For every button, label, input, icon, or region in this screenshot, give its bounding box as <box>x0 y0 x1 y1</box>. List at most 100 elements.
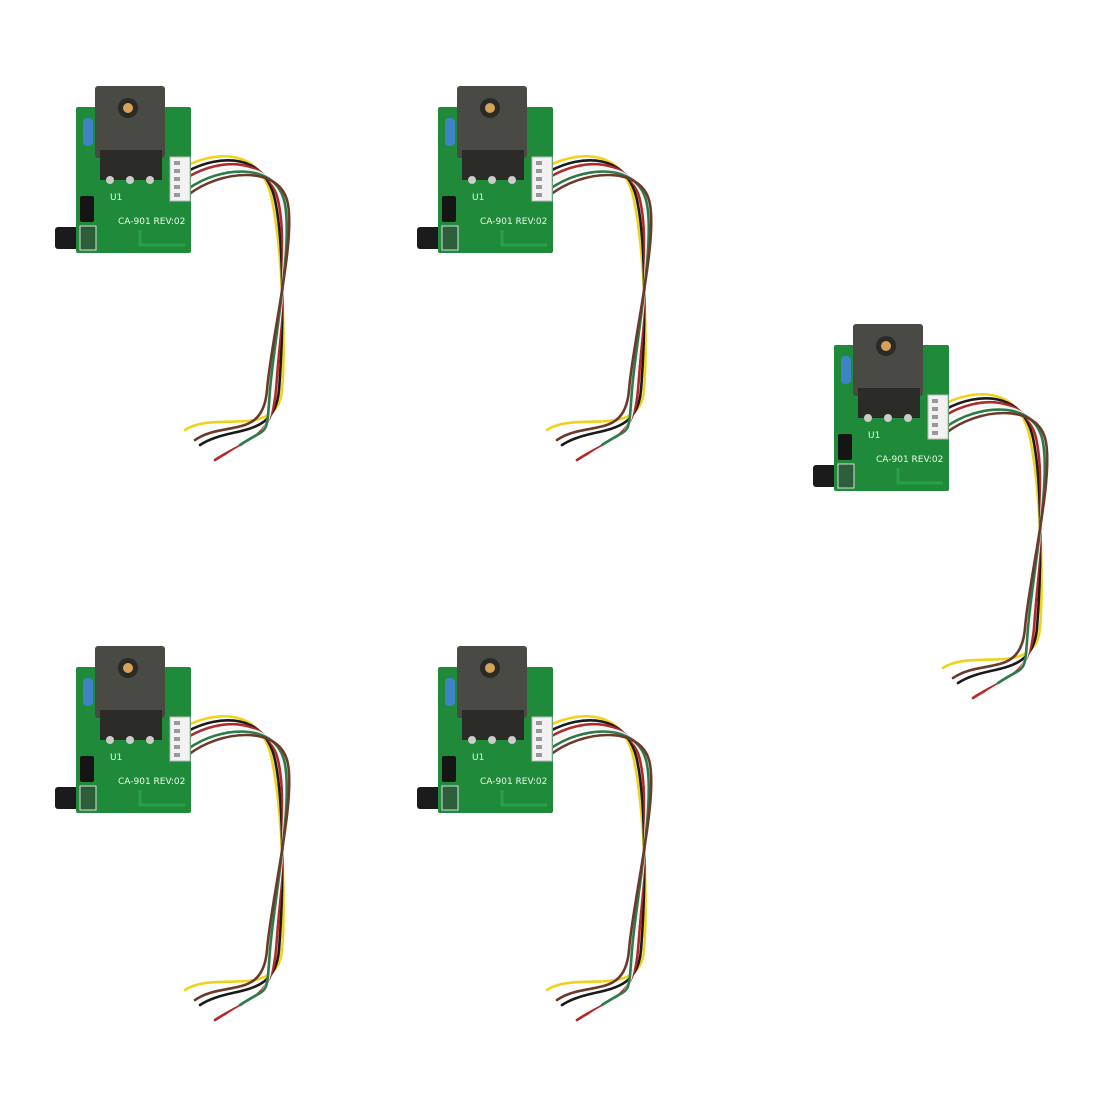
relay-base <box>462 150 524 180</box>
trace <box>500 230 547 247</box>
relay-base <box>100 150 162 180</box>
ic-chip <box>80 196 94 222</box>
connector-pin <box>932 407 938 411</box>
dc-jack <box>813 465 839 487</box>
connector-pin <box>174 185 180 189</box>
relay-screw <box>881 341 891 351</box>
ic-chip <box>442 756 456 782</box>
solder-pad <box>488 736 496 744</box>
connector-pin <box>536 169 542 173</box>
trace <box>896 468 943 485</box>
connector-pin <box>536 737 542 741</box>
solder-pad <box>508 736 516 744</box>
connector-pin <box>174 177 180 181</box>
wire <box>944 404 1044 695</box>
solder-pad <box>488 176 496 184</box>
solder-pad <box>468 176 476 184</box>
relay-body <box>457 646 527 718</box>
connector-pin <box>174 193 180 197</box>
resistor <box>445 118 455 146</box>
trace <box>138 790 185 807</box>
connector-pin <box>174 745 180 749</box>
relay-screw <box>123 663 133 673</box>
connector-pin <box>174 161 180 165</box>
relay-screw <box>485 103 495 113</box>
connector-pin <box>536 753 542 757</box>
connector-pin <box>932 399 938 403</box>
relay-screw <box>123 103 133 113</box>
solder-pad <box>126 736 134 744</box>
relay-base <box>858 388 920 418</box>
wire <box>183 154 285 432</box>
solder-pad <box>508 176 516 184</box>
solder-pad <box>146 736 154 744</box>
connector-pin <box>536 193 542 197</box>
components <box>441 225 459 251</box>
solder-pad <box>864 414 872 422</box>
silkscreen-ref: U1 <box>868 431 880 441</box>
dc-jack <box>417 227 443 249</box>
solder-pad <box>106 736 114 744</box>
wire <box>186 726 286 1017</box>
connector-pin <box>174 729 180 733</box>
components <box>441 785 459 811</box>
solder-pad <box>904 414 912 422</box>
silkscreen-ref: U1 <box>110 193 122 203</box>
wire <box>548 173 653 442</box>
resistor <box>841 356 851 384</box>
wire <box>545 154 647 432</box>
silkscreen-ref: U1 <box>110 753 122 763</box>
wire <box>183 714 285 992</box>
dc-jack <box>55 787 81 809</box>
connector-pin <box>536 729 542 733</box>
connector-pin <box>174 737 180 741</box>
silkscreen-model: CA-901 REV:02 <box>118 777 185 787</box>
silkscreen-model: CA-901 REV:02 <box>480 777 547 787</box>
dc-jack <box>55 227 81 249</box>
connector-pin <box>174 721 180 725</box>
connector-pin <box>536 161 542 165</box>
solder-pad <box>884 414 892 422</box>
connector-pin <box>932 431 938 435</box>
trace <box>138 230 185 247</box>
wire <box>186 173 291 442</box>
resistor <box>83 678 93 706</box>
connector-pin <box>536 177 542 181</box>
connector-pin <box>536 721 542 725</box>
silkscreen-ref: U1 <box>472 193 484 203</box>
solder-pad <box>468 736 476 744</box>
wire <box>941 392 1043 670</box>
silkscreen-model: CA-901 REV:02 <box>876 455 943 465</box>
relay-base <box>462 710 524 740</box>
wire <box>548 726 648 1017</box>
ic-chip <box>838 434 852 460</box>
components <box>837 463 855 489</box>
components <box>79 225 97 251</box>
trace <box>500 790 547 807</box>
wire <box>545 714 647 992</box>
ic-chip <box>80 756 94 782</box>
resistor <box>445 678 455 706</box>
connector-pin <box>536 745 542 749</box>
relay-body <box>95 86 165 158</box>
solder-pad <box>126 176 134 184</box>
connector-pin <box>932 415 938 419</box>
wire <box>548 733 653 1002</box>
relay-screw <box>485 663 495 673</box>
connector-pin <box>932 423 938 427</box>
silkscreen-model: CA-901 REV:02 <box>118 217 185 227</box>
components <box>79 785 97 811</box>
connector-pin <box>174 169 180 173</box>
silkscreen-model: CA-901 REV:02 <box>480 217 547 227</box>
silkscreen-ref: U1 <box>472 753 484 763</box>
wire <box>548 166 648 457</box>
relay-body <box>457 86 527 158</box>
relay-base <box>100 710 162 740</box>
solder-pad <box>146 176 154 184</box>
